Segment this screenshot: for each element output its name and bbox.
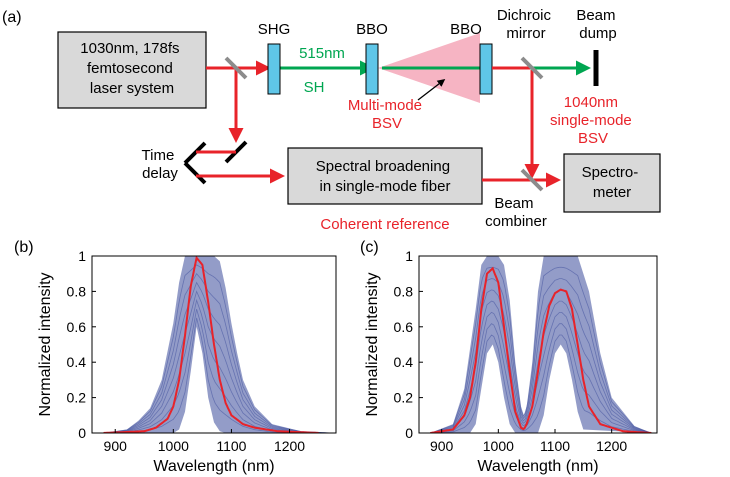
sh-label: SH	[304, 79, 325, 96]
bbo-2-label: BBO	[450, 21, 482, 38]
y-tick-label: 1	[405, 248, 413, 264]
bbo-crystal-2	[479, 43, 493, 95]
x-tick-label: 900	[104, 438, 128, 454]
dichroic-label: Dichroic mirror	[497, 7, 555, 42]
coherent-reference-label: Coherent reference	[320, 216, 449, 233]
bbo-1-label: BBO	[356, 21, 388, 38]
y-tick-label: 0.4	[67, 354, 87, 370]
y-tick-label: 0.6	[394, 319, 414, 335]
shg-label: SHG	[258, 21, 291, 38]
y-tick-label: 0.6	[67, 319, 87, 335]
y-axis-label: Normalized intensity	[364, 272, 381, 416]
y-tick-label: 0.2	[394, 390, 414, 406]
panel-label-b: (b)	[14, 239, 34, 256]
laser-label: 1030nm, 178fs femtosecond laser system	[80, 40, 183, 97]
wavelength-515-label: 515nm	[299, 45, 345, 62]
beam-dump-label: Beam dump	[576, 7, 619, 42]
panel-label-c: (c)	[360, 239, 379, 256]
axes-frame	[91, 255, 337, 434]
single-mode-bsv-label: 1040nm single-mode BSV	[550, 94, 636, 147]
axes-frame	[418, 255, 658, 434]
chart-c: 900 1000 1100 1200 0 0.2 0.4 0.6 0.8 1Wavelength …	[364, 248, 658, 475]
y-tick-label: 0	[78, 425, 86, 441]
beam-splitter-1	[224, 56, 248, 80]
multimode-bsv-label: Multi-mode BSV	[348, 97, 426, 132]
beam-combiner-label: Beam combiner	[485, 195, 547, 230]
mean-spectrum-line	[430, 266, 652, 433]
x-tick-label: 1200	[596, 438, 627, 454]
spectral-broadening-box	[287, 147, 483, 205]
x-axis-label: Wavelength (nm)	[153, 458, 274, 475]
multimode-arrow	[417, 79, 446, 101]
y-tick-label: 1	[78, 248, 86, 264]
y-tick-label: 0.8	[67, 283, 87, 299]
time-delay-label: Time delay	[142, 147, 179, 182]
time-delay-mirror-bottom	[183, 161, 207, 185]
x-axis-label: Wavelength (nm)	[477, 458, 598, 475]
x-tick-label: 1000	[483, 438, 514, 454]
x-tick-label: 1100	[216, 438, 246, 454]
shg-crystal	[267, 43, 281, 95]
panel-label-a: (a)	[2, 9, 22, 26]
spectrometer-label: Spectro- meter	[582, 164, 643, 201]
y-tick-label: 0.2	[67, 390, 87, 406]
chart-b: 900 1000 1100 1200 0 0.2 0.4 0.6 0.8 1Wavelength …	[37, 248, 337, 475]
spectral-broadening-label: Spectral broadening in single-mode fiber	[316, 158, 454, 195]
x-tick-label: 1200	[274, 438, 305, 454]
spectrometer-box	[563, 153, 661, 213]
x-tick-label: 1000	[158, 438, 189, 454]
bbo-crystal-1	[365, 43, 379, 95]
y-axis-label: Normalized intensity	[37, 272, 54, 416]
trace-band	[430, 256, 652, 433]
y-tick-label: 0.4	[394, 354, 414, 370]
trace-band	[103, 256, 331, 433]
dichroic-mirror	[520, 56, 544, 80]
beam-combiner	[520, 168, 544, 192]
laser-box	[57, 31, 207, 109]
mean-spectrum-line	[103, 256, 319, 433]
x-tick-label: 1100	[540, 438, 570, 454]
y-tick-label: 0	[405, 425, 413, 441]
time-delay-mirror-top	[183, 141, 207, 165]
y-tick-label: 0.8	[394, 283, 414, 299]
x-tick-label: 900	[430, 438, 454, 454]
setup-diagram: (a) 1030nm, 178fs femtosecond laser syst…	[2, 7, 661, 233]
